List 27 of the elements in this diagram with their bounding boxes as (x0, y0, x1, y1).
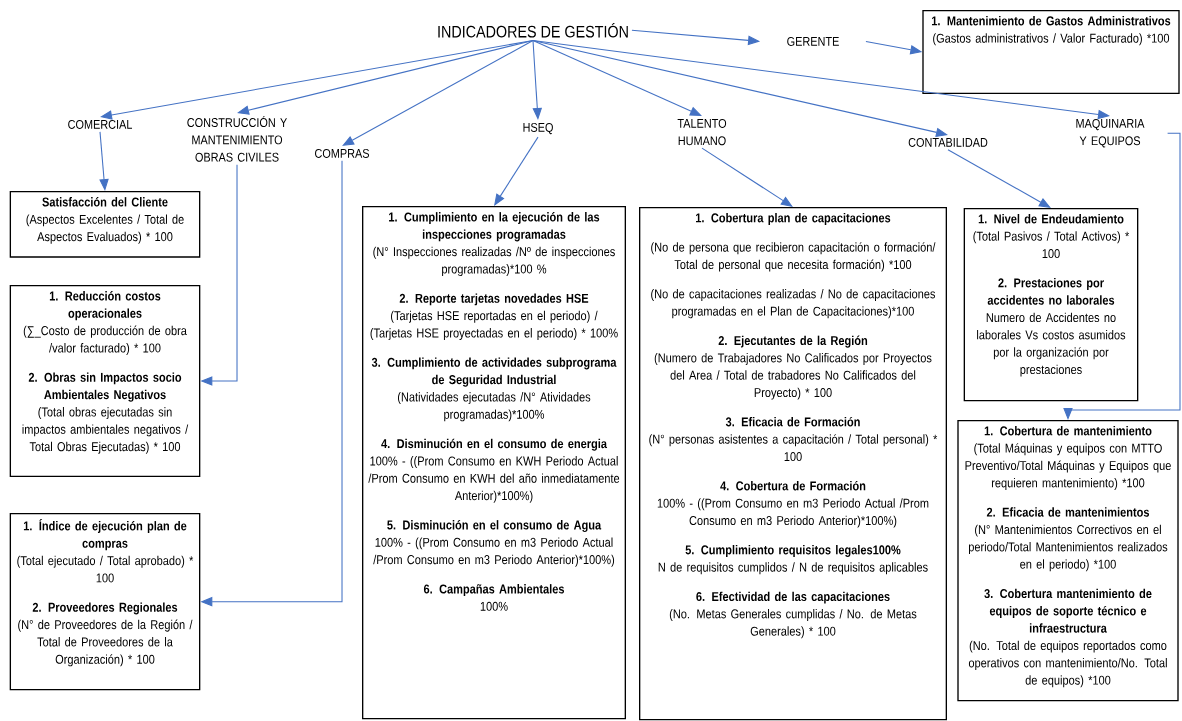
indicator-box: 1. Cumplimiento en la ejecución de las inspecciones programadas (N° Inspecciones realizadas /Nº de inspecciones programadas)*100 % 2. Reporte tarjetas novedades HSE (Tarjetas HSE reportadas en el periodo) / (Tarjetas HSE proyectadas en el periodo) * 100% 3. Cumplimiento de actividades subprograma de Seguridad Industrial (Natividades ejecutadas /N° Atividades programadas)*100% 4. Disminución en el consumo de energia 100% - ((Prom Consumo en KWH Periodo Actual /Prom Consumo en KWH del año inmediatamente Anterior)*100%) 5. Disminución en el consumo de Agua 100% - ((Prom Consumo en m3 Periodo Actual /Prom Consumo en m3 Periodo Anterior)*100%) 6. Campañas Ambientales 100% (362, 206, 626, 720)
arrow (1063, 132, 1181, 420)
arrow (532, 39, 702, 116)
arrow (237, 39, 534, 115)
arrow (532, 39, 543, 120)
category-label: HSEQ (523, 122, 553, 135)
indicator-box: 1. Nivel de Endeudamiento (Total Pasivos / Total Activos) * 100 2. Prestaciones por accidentes no laborales Numero de Accidentes no laborales Vs costos asumidos por la organización por prestaciones (963, 208, 1139, 402)
arrow (701, 147, 793, 207)
indicator-box: 1. Mantenimiento de Gastos Administrativos (Gastos administrativos / Valor Facturado) *100 (922, 10, 1180, 94)
arrow (342, 39, 534, 146)
indicator-box: 1. Cobertura de mantenimiento (Total Máquinas y equipos con MTTO Preventivo/Total Máquinas y Equipos que requieren mantenimiento) *100 2. Eficacia de mantenimientos (N° Mantenimientos Correctivos en el periodo/Total Mantenimientos realizados en el periodo) *100 3. Cobertura mantenimiento de equipos de soporte técnico e infraestructura (No. Total de equipos reportados como operativos con mantenimiento/No. Total de equipos) *100 (957, 420, 1179, 702)
indicator-box: Satisfacción del Cliente (Aspectos Excelentes / Total de Aspectos Evaluados) * 100 (9, 191, 201, 258)
category-label: MAQUINARIA Y EQUIPOS (1076, 118, 1145, 148)
indicator-box: 1. Reducción costos operacionales (∑_Costo de producción de obra /valor facturado) * 100 2. Obras sin Impactos socio Ambientales Negativos (Total obras ejecutadas sin impactos ambientales negativos / Total Obras Ejecutadas) * 100 (9, 285, 201, 477)
category-label: CONSTRUCCIÓN Y MANTENIMIENTO OBRAS CIVILES (187, 115, 287, 162)
category-label: CONTABILIDAD (908, 137, 988, 147)
indicator-box: 1. Índice de ejecución plan de compras (Total ejecutado / Total aprobado) * 100 2. Proveedores Regionales (N° de Proveedores de la Región / Total de Proveedores de la Organización) * 100 (9, 513, 201, 691)
arrow (494, 136, 539, 206)
category-label: COMPRAS (315, 148, 370, 158)
category-label: COMERCIAL (68, 119, 132, 129)
heading-text: INDICADORES DE GESTIÓN (438, 22, 628, 38)
indicator-box: 1. Cobertura plan de capacitaciones (No de persona que recibieron capacitación o formación/ Total de personal que necesita formación) *100 (No de capacitaciones realizadas / No de capacitaciones programadas en el Plan de Capacitaciones)*100 2. Ejecutantes de la Región (Numero de Trabajadores No Calificados por Proyectos del Area / Total de trabadores No Calificados del Proyecto) * 100 3. Eficacia de Formación (N° personas asistentes a capacitación / Total personal) * 100 4. Cobertura de Formación 100% - ((Prom Consumo en m3 Periodo Actual /Prom Consumo en m3 Periodo Anterior)*100%) 5. Cumplimiento requisitos legales100% N de requisitos cumplidos / N de requisitos aplicables 6. Efectividad de las capacitaciones (No. Metas Generales cumplidas / No. de Metas Generales) * 100 (639, 207, 947, 721)
arrow (947, 149, 1051, 208)
arrow (532, 39, 1110, 120)
category-label: TALENTO HUMANO (677, 118, 727, 146)
category-label: GERENTE (787, 36, 839, 46)
arrow (99, 131, 109, 191)
